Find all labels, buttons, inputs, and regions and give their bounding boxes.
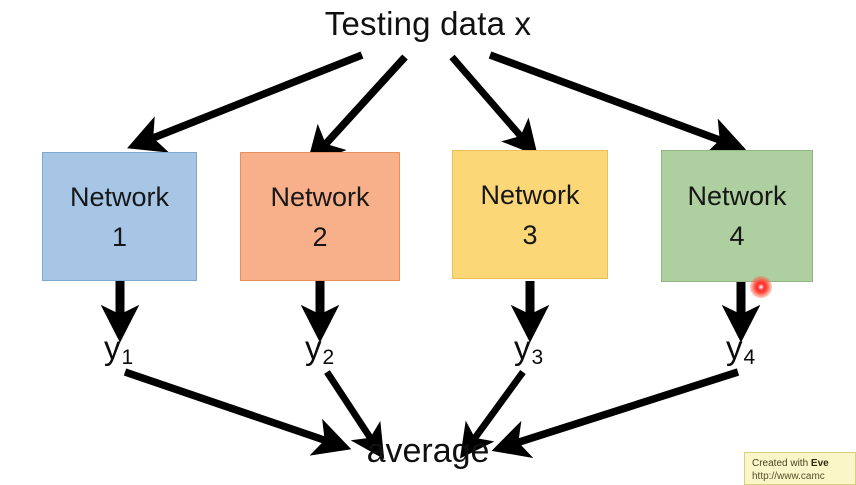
output-label-y1: y1 — [104, 329, 134, 369]
output-label-y4-sub: 4 — [743, 346, 756, 369]
watermark-brand: Eve — [810, 458, 829, 469]
output-label-y3-base: y — [514, 329, 531, 366]
network-node-4[interactable]: Network 4 — [661, 150, 813, 282]
recorder-watermark: Created with Eve http://www.camc — [744, 452, 856, 485]
watermark-prefix: Created with — [752, 458, 811, 469]
arrow-x-to-network-3 — [449, 54, 538, 156]
network-node-1-name: Network — [69, 181, 170, 212]
network-output-arrows — [100, 281, 761, 343]
network-node-4-index: 4 — [729, 221, 745, 251]
network-node-1[interactable]: Network 1 — [42, 152, 197, 281]
output-label-y2-base: y — [305, 329, 322, 366]
network-node-2[interactable]: Network 2 — [240, 152, 400, 281]
network-node-1-index: 1 — [111, 221, 128, 252]
network-node-3[interactable]: Network 3 — [452, 150, 608, 279]
output-label-y1-base: y — [104, 329, 121, 366]
output-label-y3: y3 — [514, 329, 544, 369]
network-node-4-name: Network — [687, 181, 787, 211]
output-label-y4: y4 — [726, 329, 756, 369]
output-label-y2: y2 — [305, 329, 335, 369]
output-label-y4-base: y — [726, 329, 743, 366]
output-label-y2-sub: 2 — [322, 346, 335, 369]
diagram-title: Testing data x — [324, 5, 532, 42]
watermark-line-1: Created with Eve — [752, 457, 849, 470]
network-node-3-name: Network — [480, 179, 580, 210]
output-label-y1-sub: 1 — [121, 346, 134, 369]
arrow-x-to-network-1 — [127, 51, 364, 153]
network-node-2-name: Network — [270, 181, 370, 212]
output-label-y3-sub: 3 — [531, 346, 544, 369]
average-node: average — [366, 432, 490, 470]
arrow-x-to-network-2 — [306, 54, 408, 165]
network-node-2-index: 2 — [312, 221, 328, 252]
network-node-3-index: 3 — [522, 219, 538, 250]
fanout-arrows — [127, 51, 747, 165]
laser-pointer-cursor-icon — [750, 276, 772, 298]
arrow-x-to-network-4 — [488, 51, 747, 156]
watermark-line-2: http://www.camc — [752, 471, 825, 482]
